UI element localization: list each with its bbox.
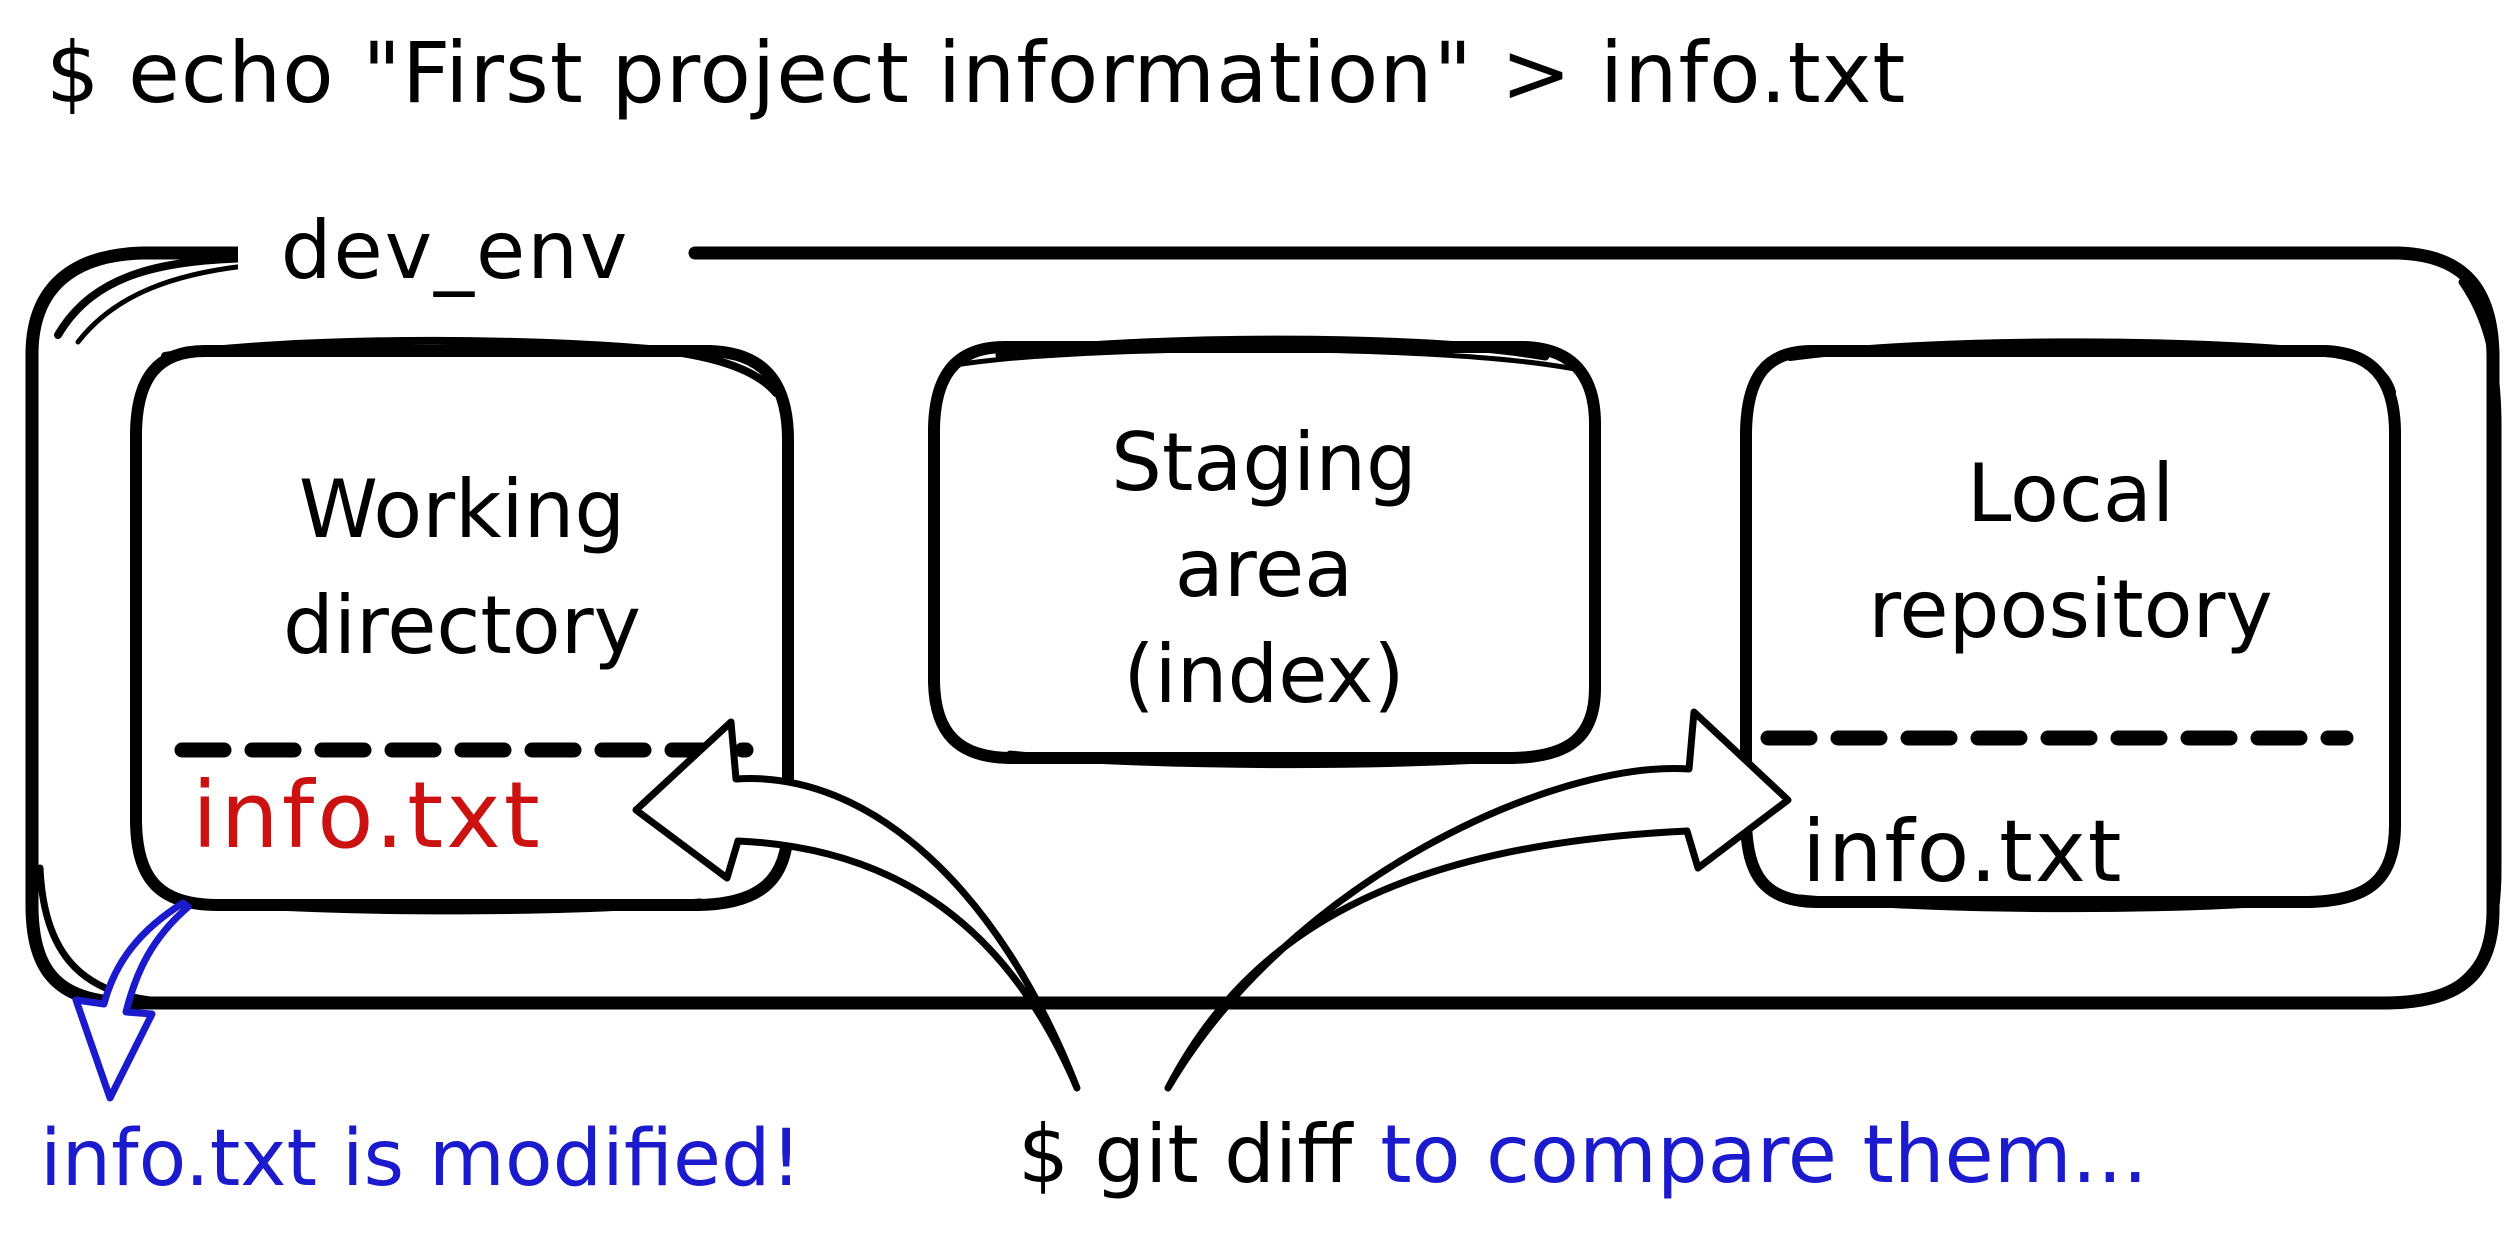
staging-box-sketch-bottom: [1006, 750, 1549, 769]
working-directory-title: Working directory: [283, 463, 641, 672]
local-box-sketch-top: [1786, 338, 2396, 396]
staging-box-sketch-top: [995, 335, 1550, 361]
diff-annotation: $ git diff to compare them...: [1018, 1108, 2148, 1201]
modified-arrow: [72, 899, 192, 1102]
working-box-sketch-top: [161, 336, 780, 397]
dev-env-container: [25, 246, 2502, 1010]
diff-note-text: to compare them...: [1380, 1108, 2148, 1201]
local-repository-title: Local repository: [1868, 447, 2273, 656]
dev-env-label: dev_env: [238, 194, 672, 308]
staging-box-sketch-top2: [959, 347, 1583, 373]
dev-env-border: [25, 246, 2500, 1010]
staging-area-title: Staging area (index): [1111, 416, 1417, 721]
dev-env-sketch-echo-topleft: [54, 254, 259, 339]
working-file-info-txt: info.txt: [192, 762, 543, 869]
dev-env-sketch-echo-bottomleft: [36, 864, 176, 1006]
diff-command-text: $ git diff: [1018, 1108, 1353, 1201]
top-command-text: $ echo "First project information" > inf…: [46, 24, 1907, 122]
working-box-sketch-bottom: [188, 897, 704, 915]
git-diff-arrow-right: [1164, 708, 1792, 1092]
local-box-sketch-bottom: [1796, 894, 2326, 913]
working-directory-box: [130, 336, 795, 915]
dev-env-sketch-echo-topleft2: [75, 263, 248, 345]
git-diff-arrows: [632, 708, 1792, 1092]
staging-area-box: [928, 335, 1602, 769]
local-file-info-txt: info.txt: [1802, 802, 2124, 902]
modified-note-text: info.txt is modified!: [40, 1114, 802, 1204]
git-diff-arrow-left: [632, 718, 1081, 1092]
local-repository-box: [1740, 338, 2402, 913]
dev-env-sketch-echo-right: [2416, 278, 2502, 1004]
